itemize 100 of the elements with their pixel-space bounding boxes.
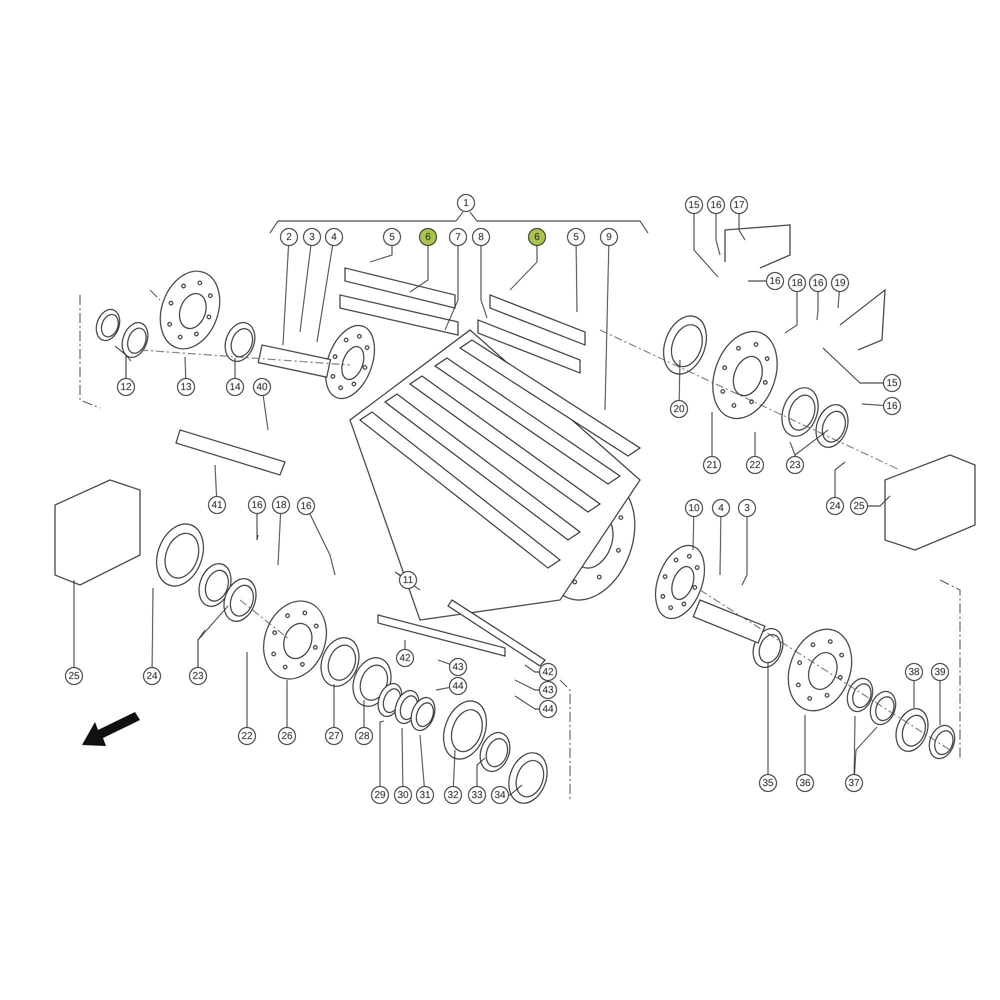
leader-line xyxy=(438,660,450,664)
leader-line xyxy=(694,214,718,278)
callout-number: 29 xyxy=(371,786,389,804)
callout-number: 7 xyxy=(449,228,467,246)
leader-line xyxy=(404,640,406,650)
leader-line xyxy=(310,514,336,576)
callout-number: 19 xyxy=(831,274,849,292)
leader-line xyxy=(300,245,312,332)
leader-line xyxy=(282,246,289,346)
callout-number: 17 xyxy=(730,196,748,214)
callout-number: 27 xyxy=(325,727,343,745)
callout-number: 18 xyxy=(272,496,290,514)
callout-number: 18 xyxy=(788,274,806,292)
callout-number: 25 xyxy=(65,667,83,685)
leader-line xyxy=(508,784,522,796)
leader-line xyxy=(738,214,746,240)
callout-number: 15 xyxy=(883,374,901,392)
callout-number: 41 xyxy=(208,496,226,514)
callout-number: 23 xyxy=(189,667,207,685)
callout-number: 38 xyxy=(905,663,923,681)
callout-number: 30 xyxy=(394,786,412,804)
leader-line xyxy=(854,716,856,774)
leader-line xyxy=(214,464,217,496)
leader-line xyxy=(834,462,846,498)
callout-number: 10 xyxy=(685,499,703,517)
leader-line xyxy=(452,750,456,786)
callout-number: 44 xyxy=(449,677,467,695)
leader-line xyxy=(278,514,281,566)
leader-line xyxy=(436,687,450,690)
leader-line xyxy=(716,214,720,256)
leader-line xyxy=(576,246,578,312)
leader-line xyxy=(402,728,404,786)
leader-line xyxy=(476,758,486,786)
leader-line xyxy=(720,516,722,576)
leader-line xyxy=(394,572,420,590)
callout-number: 39 xyxy=(931,663,949,681)
callout-number: 22 xyxy=(238,727,256,745)
callout-number: 1 xyxy=(457,194,475,212)
leader-line xyxy=(420,734,425,786)
leader-line xyxy=(380,720,384,786)
leader-line xyxy=(794,430,828,456)
callout-number: 24 xyxy=(143,667,161,685)
callout-number: 16 xyxy=(766,272,784,290)
callout-number: 16 xyxy=(883,397,901,415)
callout-number: 22 xyxy=(746,456,764,474)
callout-number: 20 xyxy=(670,400,688,418)
callout-number: 8 xyxy=(472,228,490,246)
leader-line xyxy=(262,395,268,430)
callout-number: 33 xyxy=(468,786,486,804)
callout-number: 13 xyxy=(177,378,195,396)
leader-line xyxy=(742,516,748,586)
callout-number: 43 xyxy=(539,681,557,699)
leader-line xyxy=(126,354,132,378)
callout-number: 42 xyxy=(396,649,414,667)
leader-line xyxy=(790,442,796,456)
leader-line xyxy=(748,280,766,282)
callout-number: 35 xyxy=(759,774,777,792)
callout-number: 25 xyxy=(850,497,868,515)
leader-line xyxy=(854,726,878,774)
leader-line xyxy=(480,246,488,318)
callout-number: 32 xyxy=(444,786,462,804)
leader-line xyxy=(152,588,154,668)
callout-number: 24 xyxy=(826,497,844,515)
callout-number: 5 xyxy=(383,228,401,246)
callout-number: 9 xyxy=(600,228,618,246)
callout-number: 14 xyxy=(226,378,244,396)
leader-line xyxy=(514,696,540,710)
callout-number: 37 xyxy=(845,774,863,792)
leader-line xyxy=(678,360,680,400)
callout-number: 16 xyxy=(707,196,725,214)
callout-number: 11 xyxy=(399,571,417,589)
leader-line xyxy=(256,514,258,540)
callout-number: 4 xyxy=(325,228,343,246)
callout-number: 44 xyxy=(539,700,557,718)
leader-line xyxy=(184,356,186,378)
leader-line xyxy=(370,246,392,262)
callout-number: 15 xyxy=(685,196,703,214)
leader-line xyxy=(692,516,694,550)
callout-number: 6 xyxy=(419,228,437,246)
leader-line xyxy=(784,292,798,334)
leader-line xyxy=(510,246,538,290)
callout-number: 31 xyxy=(416,786,434,804)
leader-line xyxy=(286,680,288,728)
leader-line xyxy=(514,680,540,690)
callout-number: 23 xyxy=(786,456,804,474)
leader-line xyxy=(410,246,428,292)
callout-number: 16 xyxy=(297,497,315,515)
leader-line xyxy=(444,246,458,330)
leader-line xyxy=(604,246,610,410)
leader-line xyxy=(804,714,806,774)
callout-number: 3 xyxy=(303,228,321,246)
callout-number: 34 xyxy=(491,786,509,804)
callout-number: 6 xyxy=(528,228,546,246)
callout-number: 42 xyxy=(539,663,557,681)
callout-number: 2 xyxy=(280,228,298,246)
leader-line xyxy=(862,404,884,406)
callout-number: 3 xyxy=(738,499,756,517)
leader-line xyxy=(754,432,756,456)
callout-number: 4 xyxy=(712,499,730,517)
callout-number: 40 xyxy=(253,378,271,396)
